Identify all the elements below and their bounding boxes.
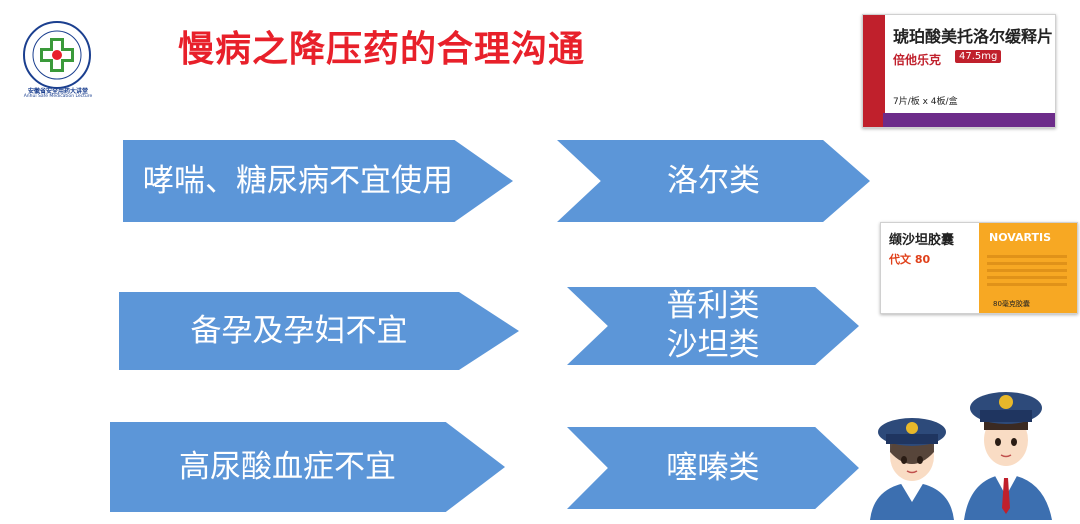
condition-text-2: 备孕及孕妇不宜	[190, 312, 408, 349]
package-brand-2: 代文 80	[889, 253, 931, 266]
package-company: NOVARTIS	[989, 231, 1052, 244]
condition-arrow-3: 高尿酸血症不宜	[110, 422, 505, 512]
drug-class-arrow-1: 洛尔类	[557, 140, 870, 222]
cartoon-officers-illustration	[860, 378, 1060, 520]
logo-caption: 安徽省安全用药大讲堂	[27, 88, 88, 95]
condition-text-3: 高尿酸血症不宜	[179, 448, 396, 485]
package-purple-band	[883, 113, 1055, 127]
package-brand: 倍他乐克	[893, 53, 942, 67]
package-count: 7片/板 x 4板/盒	[893, 97, 958, 107]
package-drug-name-2: 缬沙坦胶囊	[889, 233, 955, 248]
drug-class-text-3: 噻嗪类	[666, 449, 760, 486]
package-red-stripe	[863, 15, 885, 127]
condition-arrow-1: 哮喘、糖尿病不宜使用	[123, 140, 513, 222]
condition-text-1: 哮喘、糖尿病不宜使用	[143, 162, 453, 199]
logo-caption-english: Anhui Safe Medication Lecture	[23, 94, 93, 99]
metoprolol-package-image: 琥珀酸美托洛尔缓释片 倍他乐克 47.5mg 7片/板 x 4板/盒	[862, 14, 1056, 128]
lecture-logo	[22, 20, 92, 102]
package-drug-name: 琥珀酸美托洛尔缓释片	[893, 27, 1054, 46]
package-orange-panel	[979, 223, 1077, 313]
drug-class-text-2b: 沙坦类	[666, 327, 760, 363]
package-count-2: 80毫克胶囊	[993, 300, 1030, 308]
condition-arrow-2: 备孕及孕妇不宜	[119, 292, 519, 370]
package-dose-badge: 47.5mg	[955, 50, 1002, 63]
drug-class-arrow-3: 噻嗪类	[567, 427, 859, 509]
drug-class-text-1: 洛尔类	[667, 162, 760, 199]
package-fine-print	[987, 251, 1067, 290]
drug-class-text-2a: 普利类	[666, 288, 760, 325]
slide-title: 慢病之降压药的合理沟通	[178, 29, 586, 70]
drug-class-arrow-2: 普利类 沙坦类	[567, 287, 859, 365]
valsartan-package-image: 缬沙坦胶囊 代文 80 NOVARTIS 80毫克胶囊	[880, 222, 1078, 314]
